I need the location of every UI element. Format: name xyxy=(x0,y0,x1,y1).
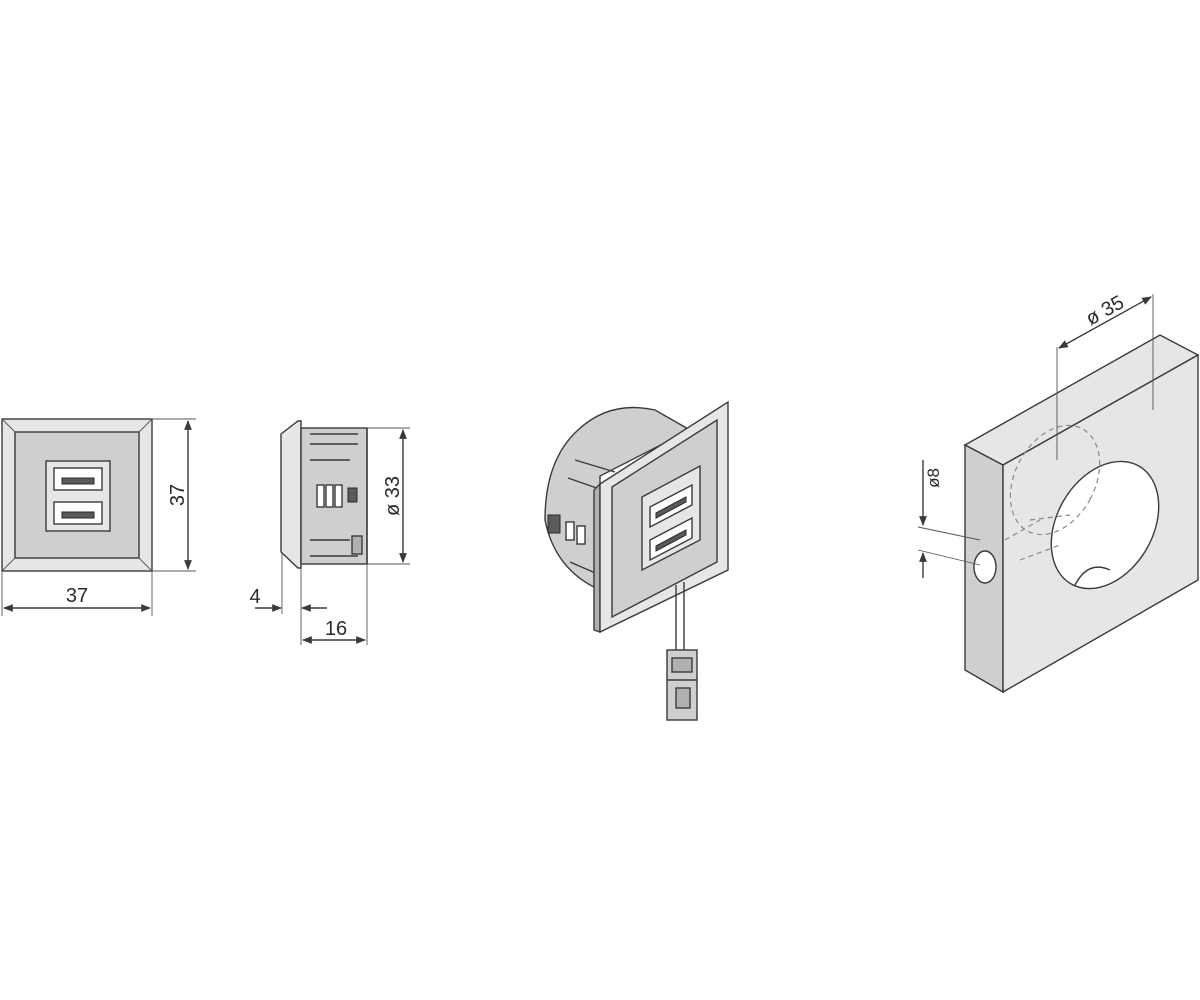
board-large-hole xyxy=(1050,460,1160,590)
side-diameter-label: ø 33 xyxy=(382,476,404,516)
side-flange xyxy=(280,420,302,569)
board-small-hole xyxy=(973,550,997,584)
side-view: ø 33 4 16 xyxy=(249,420,410,645)
side-cable-clip xyxy=(351,535,363,555)
board-hole-large-label: ø 35 xyxy=(1082,291,1128,330)
isometric-socket xyxy=(544,400,729,721)
mounting-board: ø 35 ø8 xyxy=(917,291,1200,694)
iso-frame-edge xyxy=(593,482,601,633)
side-depth-label: 16 xyxy=(325,618,347,640)
front-height-label: 37 xyxy=(167,484,189,506)
front-width-label: 37 xyxy=(66,585,88,607)
side-flange-label: 4 xyxy=(249,586,260,608)
front-view: 37 37 xyxy=(1,418,196,616)
board-hole-small-label: ø8 xyxy=(924,468,943,488)
